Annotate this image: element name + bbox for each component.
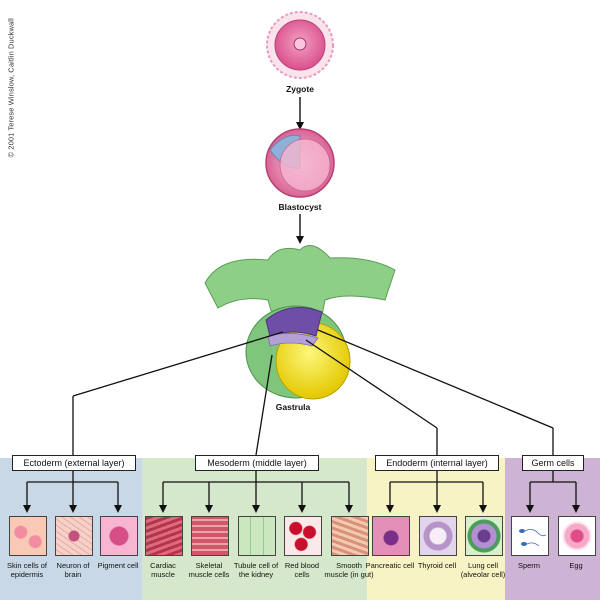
neuron-image: [55, 516, 93, 556]
thyroid-cell-image: [419, 516, 457, 556]
sperm-drawing: [519, 529, 547, 547]
blastocyst-illustration: [265, 128, 335, 198]
copyright-credit: © 2001 Terese Winslow, Caitlin Duckwall: [6, 18, 16, 158]
neuron-label: Neuron of brain: [56, 561, 90, 579]
smooth-muscle-label: Smooth muscle (in gut): [324, 561, 374, 579]
blastocyst-label: Blastocyst: [278, 202, 322, 212]
gastrula-label: Gastrula: [275, 402, 311, 412]
cardiac-muscle-image: [145, 516, 183, 556]
kidney-tubule-label: Tubule cell of the kidney: [233, 561, 279, 579]
pancreatic-cell-image: [372, 516, 410, 556]
egg-image: [558, 516, 596, 556]
pancreatic-cell-label: Pancreatic cell: [365, 561, 415, 570]
skeletal-muscle-image: [191, 516, 229, 556]
skin-cells-label: Skin cells of epidermis: [6, 561, 48, 579]
red-blood-cells-label: Red blood cells: [284, 561, 320, 579]
egg-label: Egg: [569, 561, 583, 570]
layer-connectors: [72, 329, 554, 456]
skeletal-muscle-label: Skeletal muscle cells: [188, 561, 230, 579]
endoderm-label: Endoderm (internal layer): [375, 455, 499, 471]
red-blood-cells-image: [284, 516, 322, 556]
kidney-tubule-image: [238, 516, 276, 556]
gastrula-illustration: [204, 245, 396, 400]
sperm-image: [511, 516, 549, 556]
cell-connectors: [23, 469, 580, 513]
thyroid-cell-label: Thyroid cell: [417, 561, 457, 570]
sperm-label: Sperm: [517, 561, 541, 570]
mesoderm-label: Mesoderm (middle layer): [195, 455, 319, 471]
cardiac-muscle-label: Cardiac muscle: [150, 561, 176, 579]
lung-cell-label: Lung cell (alveolar cell): [460, 561, 506, 579]
skin-cells-image: [9, 516, 47, 556]
ectoderm-label: Ectoderm (external layer): [12, 455, 136, 471]
pigment-cell-image: [100, 516, 138, 556]
pigment-cell-label: Pigment cell: [97, 561, 139, 570]
lung-cell-image: [465, 516, 503, 556]
zygote-label: Zygote: [286, 84, 314, 94]
germ-cells-label: Germ cells: [522, 455, 584, 471]
zygote-illustration: [266, 11, 334, 79]
smooth-muscle-image: [331, 516, 369, 556]
